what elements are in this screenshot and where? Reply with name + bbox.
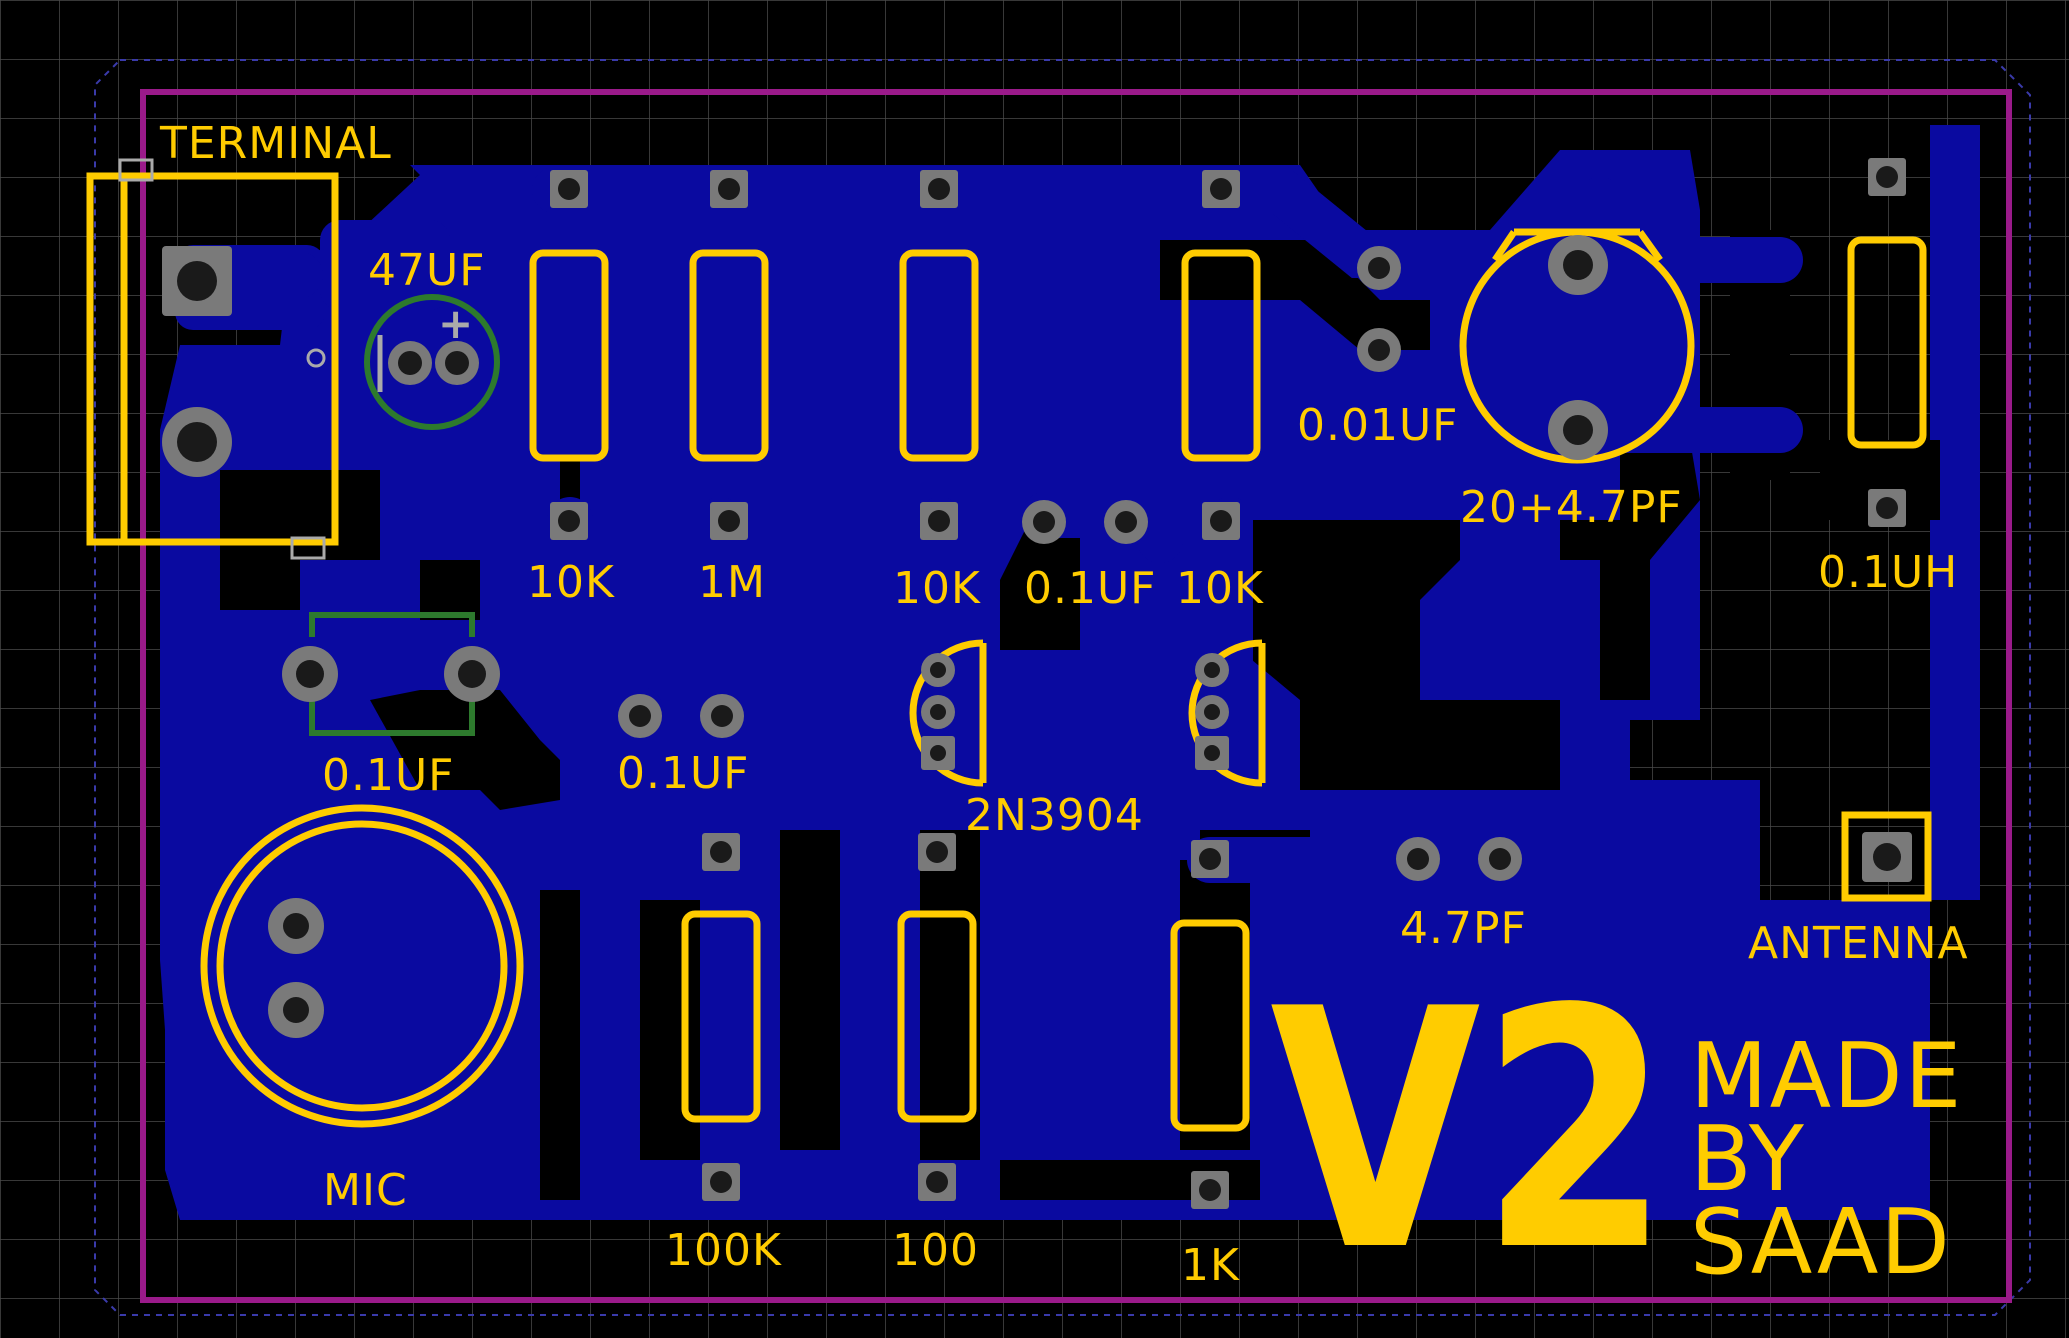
inductor-0.1uh: 0.1UH bbox=[1818, 158, 1958, 598]
r-1k-label: 1K bbox=[1181, 1240, 1240, 1291]
author-text: SAAD bbox=[1690, 1190, 1952, 1295]
resistor-1k: 1K bbox=[1170, 840, 1250, 1291]
cap-01uf-right-label: 0.1UF bbox=[1024, 563, 1157, 614]
r-100-label: 100 bbox=[892, 1225, 979, 1276]
resistor-100: 100 bbox=[892, 833, 979, 1276]
transistor-q2 bbox=[1188, 639, 1266, 787]
cap-001uf-label: 0.01UF bbox=[1297, 400, 1458, 451]
r-10k-1-label: 10K bbox=[527, 557, 615, 608]
keepout-outline bbox=[94, 59, 2031, 1316]
by-text: BY bbox=[1690, 1107, 1806, 1212]
transistor-label: 2N3904 bbox=[965, 790, 1144, 841]
r-100k-label: 100K bbox=[665, 1225, 782, 1276]
version-mark: V2 bbox=[1270, 939, 1670, 1323]
polarity-plus-icon: + bbox=[438, 299, 473, 348]
antenna-label: ANTENNA bbox=[1748, 918, 1969, 969]
inductor-label: 0.1UH bbox=[1818, 547, 1958, 598]
resistor-100k: 100K bbox=[665, 833, 782, 1276]
mic-label: MIC bbox=[323, 1165, 408, 1216]
cap-47pf-label: 4.7PF bbox=[1400, 903, 1527, 954]
terminal-block: TERMINAL bbox=[86, 118, 392, 560]
cap-01uf-left-label: 0.1UF bbox=[322, 750, 455, 801]
capacitor-0.01uf: 0.01UF bbox=[1297, 246, 1458, 451]
r-10k-2-label: 10K bbox=[893, 563, 981, 614]
capacitor-0.1uf-left: 0.1UF bbox=[282, 612, 500, 801]
trimmer-label: 20+4.7PF bbox=[1460, 482, 1683, 533]
made-text: MADE bbox=[1690, 1024, 1963, 1129]
capacitor-0.1uf-mid: 0.1UF bbox=[617, 694, 750, 799]
capacitor-0.1uf-right: 0.1UF bbox=[1022, 500, 1157, 614]
resistor-1m: 1M bbox=[689, 170, 769, 608]
capacitor-4.7pf: 4.7PF bbox=[1396, 837, 1527, 954]
board-outline bbox=[140, 89, 2012, 1303]
resistor-10k-2: 10K bbox=[893, 170, 981, 614]
microphone: MIC bbox=[200, 804, 524, 1216]
antenna-pad: ANTENNA bbox=[1748, 811, 1969, 969]
trimmer-capacitor: 20+4.7PF bbox=[1459, 228, 1695, 533]
r-10k-3-label: 10K bbox=[1176, 563, 1264, 614]
resistor-10k-1: 10K bbox=[527, 170, 615, 608]
cap-47uf-label: 47UF bbox=[368, 245, 486, 296]
terminal-label: TERMINAL bbox=[159, 118, 392, 169]
cap-01uf-mid-label: 0.1UF bbox=[617, 748, 750, 799]
r-1m-label: 1M bbox=[698, 557, 766, 608]
transistor-q1 bbox=[909, 639, 987, 787]
capacitor-47uf: + 47UF bbox=[364, 245, 500, 430]
resistor-10k-3: 10K bbox=[1176, 170, 1264, 614]
